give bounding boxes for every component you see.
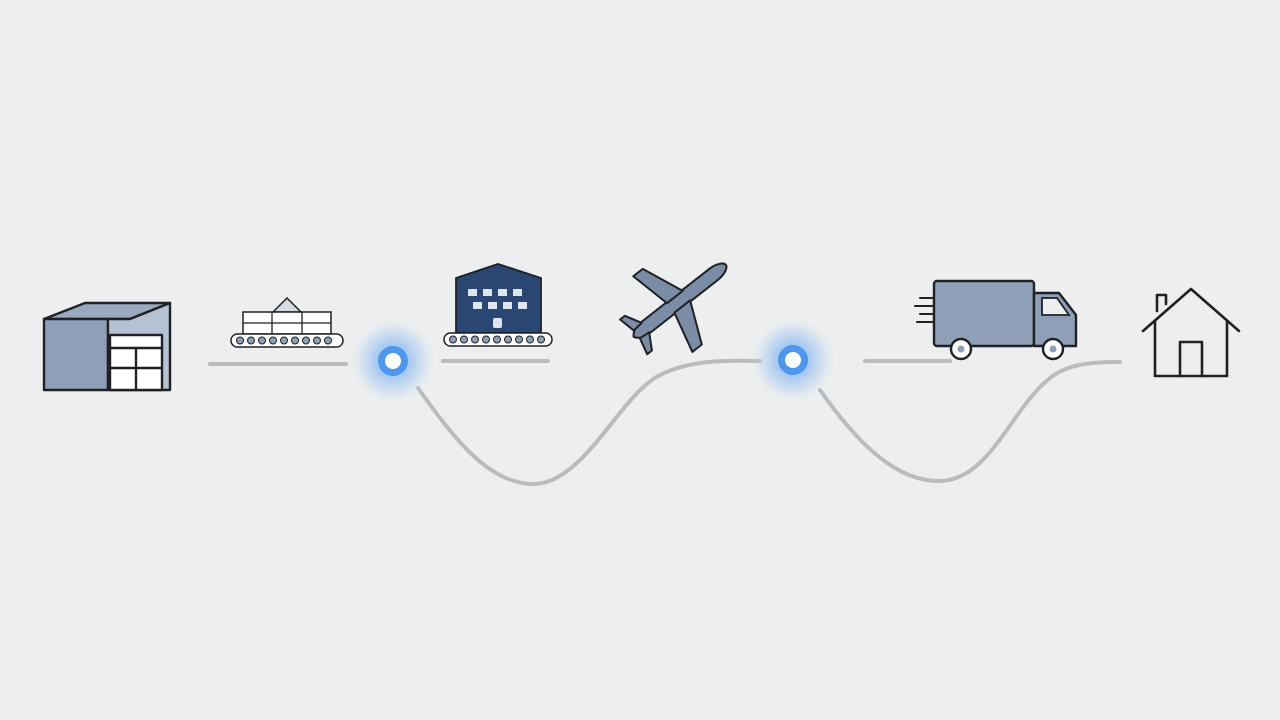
home-icon xyxy=(1141,287,1241,378)
warehouse-icon xyxy=(42,301,172,392)
factory-icon xyxy=(443,263,553,347)
delivery-truck-icon xyxy=(914,279,1078,361)
checkpoint-icon xyxy=(751,318,835,402)
route-curve-1 xyxy=(416,358,762,487)
checkpoint-icon xyxy=(351,319,435,403)
conveyor-belt-icon xyxy=(230,296,344,348)
route-curve-2 xyxy=(818,360,1122,484)
airplane-icon xyxy=(619,262,728,356)
route-line xyxy=(208,358,1122,487)
